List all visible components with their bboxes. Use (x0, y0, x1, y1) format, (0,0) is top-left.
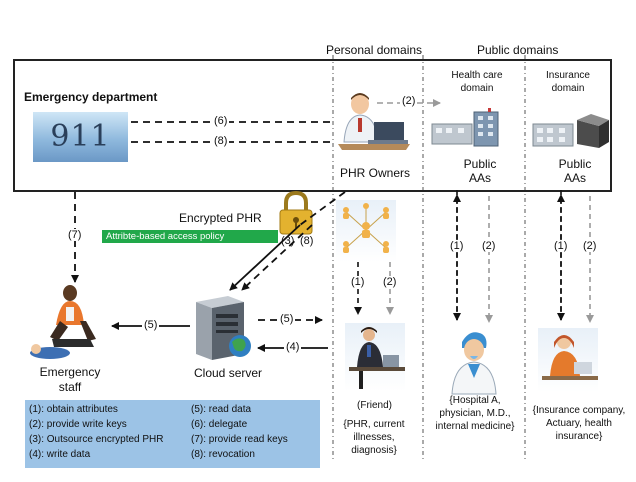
label-arrow-7: (7) (66, 229, 84, 241)
emergency-frame (13, 59, 612, 192)
office-building-icon (532, 114, 609, 148)
label-arrow-2-health: (2) (400, 95, 418, 107)
legend-item: (7): provide read keys (191, 434, 288, 445)
person-at-desk-icon (345, 323, 405, 391)
access-policy-bar: Attribte-based access policy (102, 230, 278, 243)
emergency-department-label: Emergency department (24, 90, 158, 104)
arrow-outsource (229, 224, 301, 291)
encrypted-phr-label: Encrypted PHR (179, 211, 262, 225)
phr-owners-label: PHR Owners (340, 166, 411, 180)
legend-item: (6): delegate (191, 419, 248, 430)
emergency-staff-label: Emergency staff (39, 365, 101, 394)
arrow-owner-to-cloud (299, 191, 346, 226)
label-arrow-2-friend: (2) (382, 276, 398, 288)
public-aas-health-label: Public AAs (463, 157, 497, 185)
public-aas-insurance-label: Public AAs (558, 157, 592, 185)
legend-item: (8): revocation (191, 449, 255, 460)
user-network-icon (336, 200, 396, 262)
legend-item: (1): obtain attributes (29, 404, 118, 415)
label-arrow-2-insurance: (2) (582, 240, 598, 252)
label-arrow-1-health: (1) (449, 240, 465, 252)
doctor-icon (451, 332, 497, 395)
label-arrow-2-health-aa: (2) (481, 240, 497, 252)
label-arrow-1-friend: (1) (350, 276, 366, 288)
paramedic-icon (30, 285, 96, 359)
insurance-detail: {Insurance company, Actuary, health insu… (532, 405, 626, 442)
cloud-server-label: Cloud server (194, 366, 263, 380)
insurance-clerk-icon (538, 328, 598, 392)
legend-box: (1): obtain attributes (2): provide writ… (25, 400, 320, 468)
label-arrow-8-er: (8) (212, 135, 230, 147)
label-arrow-4: (4) (284, 341, 302, 353)
personal-domains-label: Personal domains (326, 43, 423, 57)
hospital-building-icon (431, 108, 499, 147)
legend-item: (4): write data (29, 449, 91, 460)
health-care-domain-label: Health care domain (451, 70, 503, 94)
label-arrow-8-cloud: (8) (300, 235, 314, 247)
label-arrow-5-staff: (5) (142, 319, 160, 331)
legend-item: (5): read data (191, 404, 252, 415)
person-at-laptop-icon (338, 93, 410, 150)
label-arrow-5-friend: (5) (278, 313, 296, 325)
label-arrow-3: (3) (281, 235, 295, 247)
label-arrow-6: (6) (212, 115, 230, 127)
insurance-domain-label: Insurance domain (546, 70, 590, 94)
friend-label: (Friend) (357, 400, 393, 411)
legend-item: (3): Outsource encrypted PHR (29, 434, 164, 445)
emergency-sign: 911 (33, 112, 128, 162)
padlock-icon (279, 190, 313, 235)
legend-item: (2): provide write keys (29, 419, 127, 430)
friend-detail: {PHR, current illnesses, diagnosis} (343, 419, 405, 456)
arrow-revocation-cloud (241, 224, 313, 291)
label-arrow-1-insurance: (1) (553, 240, 569, 252)
public-domains-label: Public domains (477, 43, 559, 57)
server-tower-icon (196, 296, 251, 360)
hospital-detail: {Hospital A, physician, M.D., internal m… (435, 395, 515, 432)
